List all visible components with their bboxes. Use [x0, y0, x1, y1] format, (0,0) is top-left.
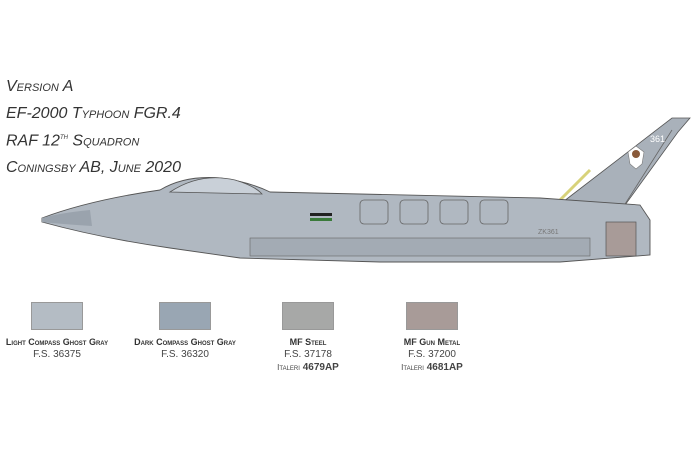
brand: Italeri [277, 363, 300, 372]
version-label: Version A [6, 78, 74, 95]
unit-suffix: Squadron [72, 132, 140, 150]
location-label: Coningsby AB, June 2020 [6, 159, 181, 176]
fin-stripe [558, 168, 592, 202]
italeri-code: Italeri 4679AP [233, 362, 383, 373]
color-chip [406, 302, 458, 330]
model-label: EF-2000 Typhoon FGR.4 [6, 105, 181, 122]
swatch-mf-steel: MF Steel F.S. 37178 Italeri 4679AP [233, 302, 383, 373]
color-chip [31, 302, 83, 330]
swatch-light-compass-ghost-gray: Light Compass Ghost Gray F.S. 36375 [0, 302, 132, 360]
fs-code: F.S. 36375 [33, 349, 81, 360]
aircraft-profile: 361 ZK361 [41, 117, 691, 263]
roundel-stripe [310, 213, 332, 216]
radome [42, 210, 92, 226]
paint-name: Dark Compass Ghost Gray [134, 337, 236, 347]
paint-name: MF Gun Metal [403, 337, 461, 347]
italeri-code: Italeri 4681AP [357, 362, 507, 373]
brand: Italeri [401, 363, 424, 372]
code: 4679AP [302, 362, 339, 373]
fs-code: F.S. 37178 [284, 349, 332, 360]
fs-code: F.S. 36320 [161, 349, 209, 360]
fin-code: 361 [650, 134, 665, 144]
code: 4681AP [426, 362, 463, 373]
unit-sup: th [59, 132, 68, 141]
unit-label: RAF 12th Squadron [6, 132, 139, 150]
fs-code: F.S. 37200 [408, 349, 456, 360]
intake-fairing [249, 237, 591, 257]
color-chip [282, 302, 334, 330]
swatch-dark-compass-ghost-gray: Dark Compass Ghost Gray F.S. 36320 [110, 302, 260, 360]
exhaust-nozzle [605, 221, 637, 257]
tail-fin [553, 117, 691, 213]
canopy [168, 177, 263, 195]
unit-prefix: RAF 12 [6, 132, 60, 150]
color-chip [159, 302, 211, 330]
swatch-mf-gun-metal: MF Gun Metal F.S. 37200 Italeri 4681AP [357, 302, 507, 373]
paint-name: MF Steel [289, 337, 327, 347]
paint-name: Light Compass Ghost Gray [5, 337, 109, 347]
serial-number: ZK361 [538, 229, 559, 236]
